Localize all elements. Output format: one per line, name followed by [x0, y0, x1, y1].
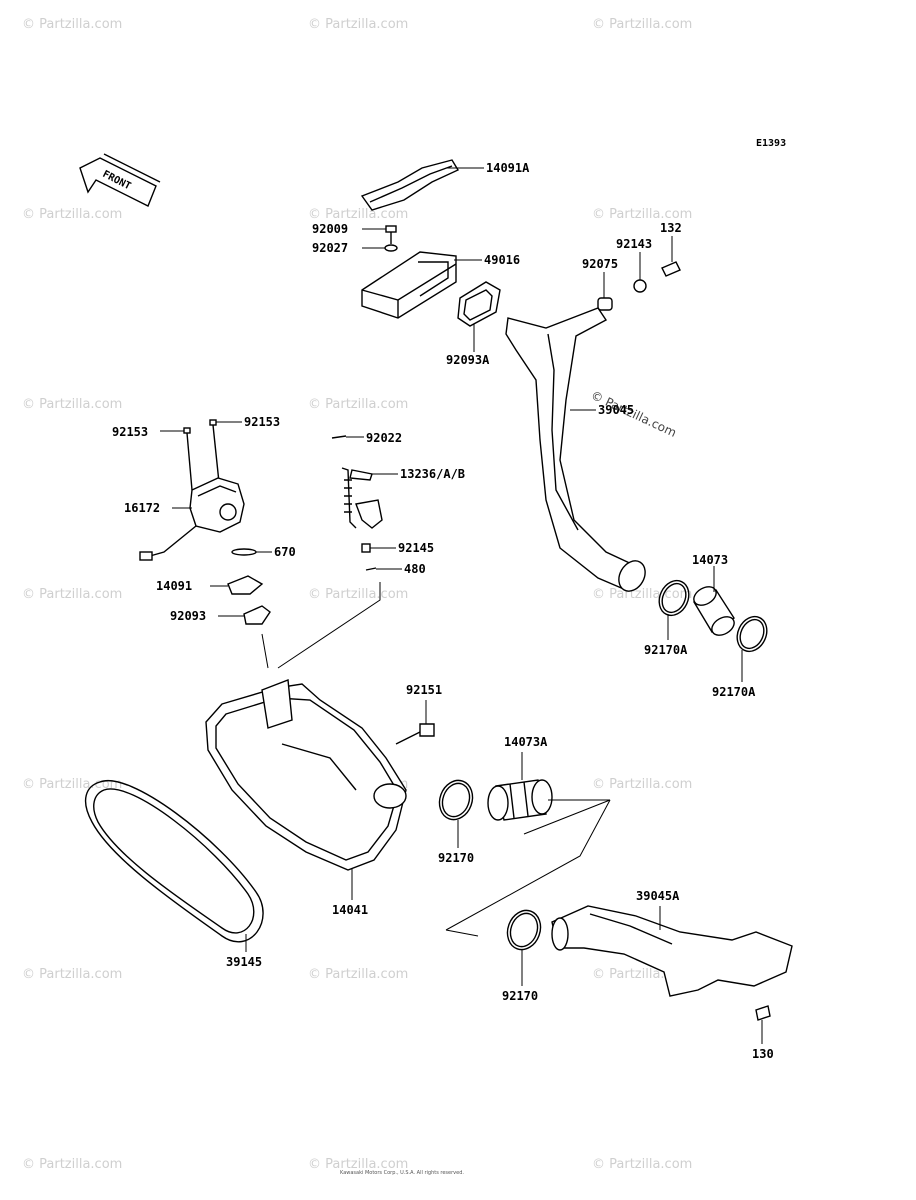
part-92170A-clamp-upper: [658, 579, 690, 640]
callout-480: 480: [404, 562, 426, 576]
watermark: © Partzilla.com: [592, 587, 692, 602]
callout-92075: 92075: [582, 257, 618, 271]
callout-92153-left: 92153: [112, 425, 148, 439]
callout-14073: 14073: [692, 553, 728, 567]
callout-92022: 92022: [366, 431, 402, 445]
front-arrow-icon: FRONT: [79, 153, 161, 207]
part-14073-coupler: [693, 566, 735, 636]
callout-92170-lower: 92170: [502, 989, 538, 1003]
callout-92027: 92027: [312, 241, 348, 255]
callout-14091A: 14091A: [486, 161, 530, 175]
callout-132: 132: [660, 221, 682, 235]
callout-16172: 16172: [124, 501, 160, 515]
callout-130: 130: [752, 1047, 774, 1061]
part-132-bolt: [661, 236, 681, 277]
part-92145-nut: [361, 543, 396, 553]
watermark: © Partzilla.com: [308, 397, 408, 412]
part-92093-gasket: [218, 605, 271, 625]
part-16172-actuator: [139, 477, 245, 561]
callout-92170A-upper: 92170A: [644, 643, 688, 657]
watermark: © Partzilla.com: [308, 967, 408, 982]
callout-49016: 49016: [484, 253, 520, 267]
watermark: © Partzilla.com: [22, 397, 122, 412]
callout-92151: 92151: [406, 683, 442, 697]
watermark: © Partzilla.com: [308, 17, 408, 32]
part-92170A-clamp-lower: [736, 615, 768, 682]
part-92075-grommet: [597, 272, 613, 311]
callout-670: 670: [274, 545, 296, 559]
watermark: © Partzilla.com: [592, 1157, 692, 1172]
part-14091-cap: [210, 575, 264, 595]
part-92009-bolt: [362, 225, 397, 244]
callout-92143: 92143: [616, 237, 652, 251]
part-92022-clip: [331, 435, 364, 439]
watermark: © Partzilla.com: [592, 207, 692, 222]
part-480-clip: [365, 567, 402, 571]
callout-39145: 39145: [226, 955, 262, 969]
part-92093A-gasket: [457, 281, 501, 352]
callout-92009: 92009: [312, 222, 348, 236]
watermark: © Partzilla.com: [22, 17, 122, 32]
part-14091A: [360, 159, 484, 211]
watermark: © Partzilla.com: [592, 777, 692, 792]
footer-copyright: Kawasaki Motors Corp., U.S.A. All rights…: [340, 1170, 464, 1176]
part-130-bolt: [755, 1005, 771, 1044]
part-39145-belt: [84, 779, 264, 952]
callout-14073A: 14073A: [504, 735, 548, 749]
part-49016-housing: [361, 251, 482, 319]
part-92027-washer: [362, 244, 398, 252]
callout-13236: 13236/A/B: [400, 467, 465, 481]
watermark: © Partzilla.com: [22, 1157, 122, 1172]
watermark: © Partzilla.com: [308, 1157, 408, 1172]
watermark: © Partzilla.com: [22, 587, 122, 602]
part-14073A-coupler: [487, 752, 553, 821]
watermark: © Partzilla.com: [592, 17, 692, 32]
watermark: © Partzilla.com: [22, 967, 122, 982]
callout-92093: 92093: [170, 609, 206, 623]
callout-92145: 92145: [398, 541, 434, 555]
watermark: © Partzilla.com: [22, 777, 122, 792]
part-92143-nut: [633, 252, 647, 293]
callout-92153-right: 92153: [244, 415, 280, 429]
part-92170-clamp-mid: [438, 779, 474, 848]
diagram-code: E1393: [756, 138, 786, 149]
watermark: © Partzilla.com: [22, 207, 122, 222]
callout-14091: 14091: [156, 579, 192, 593]
callout-92170A-lower: 92170A: [712, 685, 756, 699]
part-14041-clutch-cover: [205, 679, 407, 900]
callout-92093A: 92093A: [446, 353, 490, 367]
part-670-o-ring: [231, 548, 272, 556]
callout-labels: 14091A 92009 92027 49016 92093A 132 9214…: [112, 161, 774, 1061]
watermark-layer: © Partzilla.com © Partzilla.com © Partzi…: [22, 17, 692, 1172]
part-92170-clamp-lower: [506, 909, 542, 986]
callout-14041: 14041: [332, 903, 368, 917]
callout-92170-mid: 92170: [438, 851, 474, 865]
part-39045A-duct: [551, 905, 793, 997]
part-13236-lever: [341, 467, 398, 529]
part-39045-duct: [505, 307, 646, 592]
part-92151-bolt: [395, 700, 435, 745]
watermark: © Partzilla.com: [308, 207, 408, 222]
part-92153-bolt-left: [160, 427, 193, 491]
callout-39045A: 39045A: [636, 889, 680, 903]
callout-39045: 39045: [598, 403, 634, 417]
watermark: © Partzilla.com: [308, 587, 408, 602]
